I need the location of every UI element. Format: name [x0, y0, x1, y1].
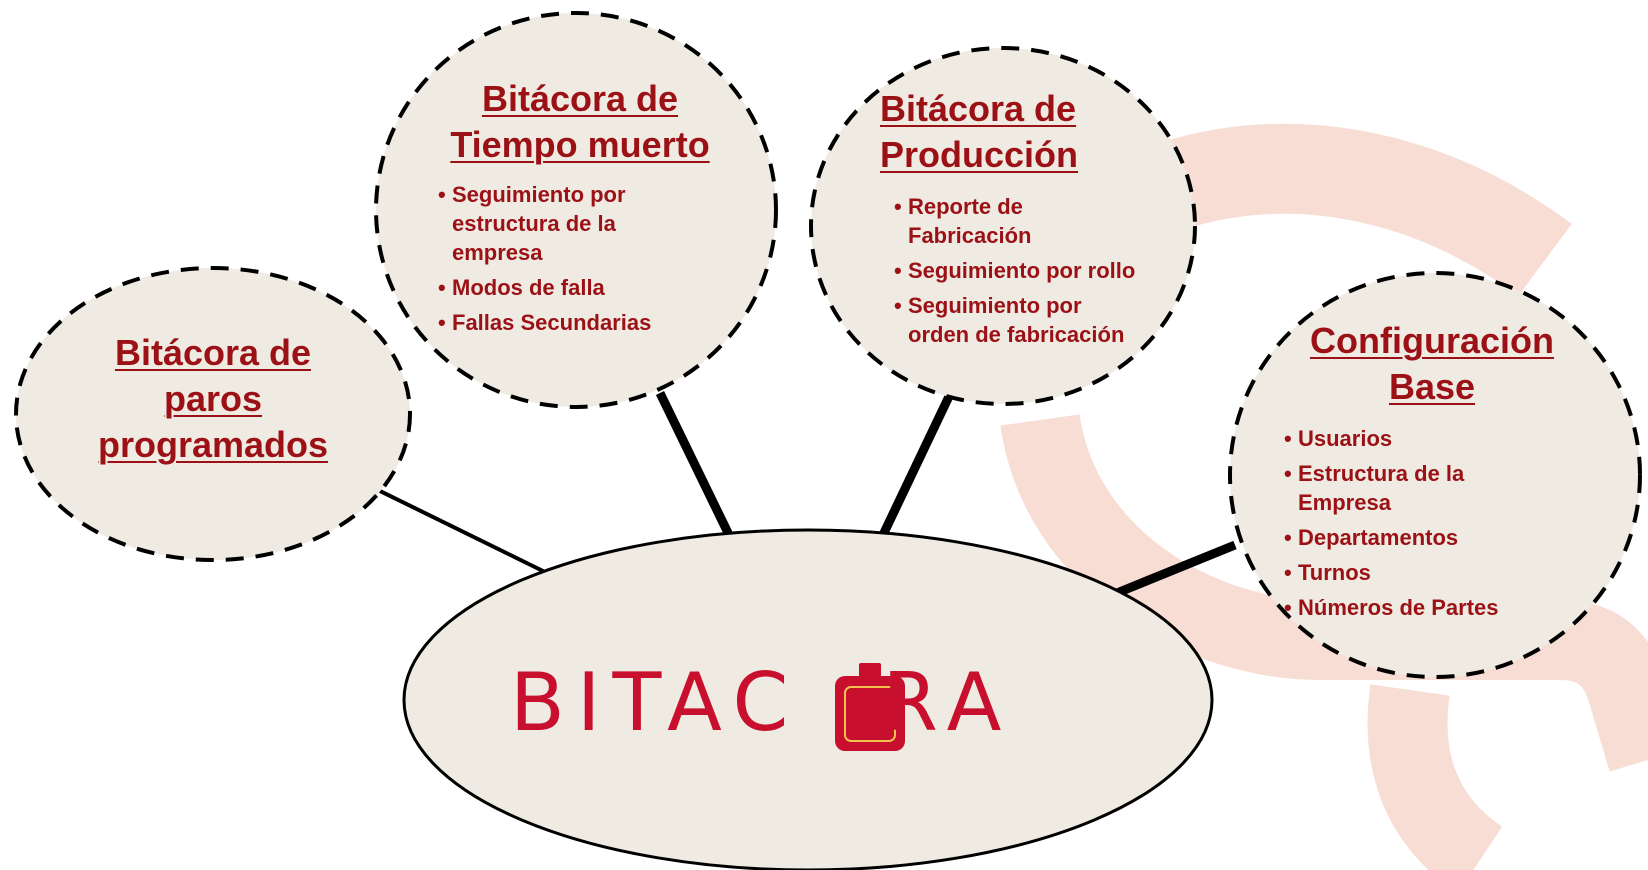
connector-paros [377, 488, 546, 574]
node-title-produccion: Bitácora de Producción [880, 88, 1079, 175]
logo-text-prefix: BITAC [510, 656, 801, 749]
list-item: Números de Partes [1284, 593, 1602, 622]
node-configuracion: Configuración Base Usuarios Estructura d… [1262, 318, 1602, 628]
node-paros: Bitácora de paros programados [40, 330, 386, 468]
list-item: Usuarios [1284, 424, 1602, 453]
bitacora-logo: BITAC RA [510, 658, 1110, 748]
bottle-icon [835, 663, 905, 751]
node-tiempo-muerto: Bitácora de Tiempo muerto Seguimiento po… [410, 76, 750, 343]
node-title-paros: Bitácora de paros programados [97, 332, 329, 465]
watermark-tail [1367, 684, 1504, 870]
node-title-tiempo-muerto: Bitácora de Tiempo muerto [450, 78, 710, 165]
list-item: Seguimiento por orden de fabricación [894, 291, 1160, 349]
list-item: Fallas Secundarias [438, 308, 750, 337]
list-item: Turnos [1284, 558, 1602, 587]
connector-tiempo-muerto [655, 391, 735, 539]
connector-produccion [877, 386, 958, 539]
list-item: Reporte de Fabricación [894, 192, 1160, 250]
watermark-swoosh [1000, 413, 1648, 772]
list-item: Modos de falla [438, 273, 750, 302]
node-produccion: Bitácora de Producción Reporte de Fabric… [880, 86, 1160, 355]
center-ellipse [402, 528, 1214, 870]
node-list-tiempo-muerto: Seguimiento por estructura de la empresa… [438, 180, 750, 337]
node-list-configuracion: Usuarios Estructura de la Empresa Depart… [1284, 424, 1602, 622]
bubble-paros [14, 266, 412, 562]
list-item: Seguimiento por rollo [894, 256, 1160, 285]
connector-configuracion [1110, 540, 1237, 600]
list-item: Estructura de la Empresa [1284, 459, 1602, 517]
node-title-configuracion: Configuración Base [1310, 320, 1554, 407]
node-list-produccion: Reporte de Fabricación Seguimiento por r… [894, 192, 1160, 349]
list-item: Departamentos [1284, 523, 1602, 552]
list-item: Seguimiento por estructura de la empresa [438, 180, 750, 267]
logo-text-suffix: RA [882, 656, 1014, 749]
